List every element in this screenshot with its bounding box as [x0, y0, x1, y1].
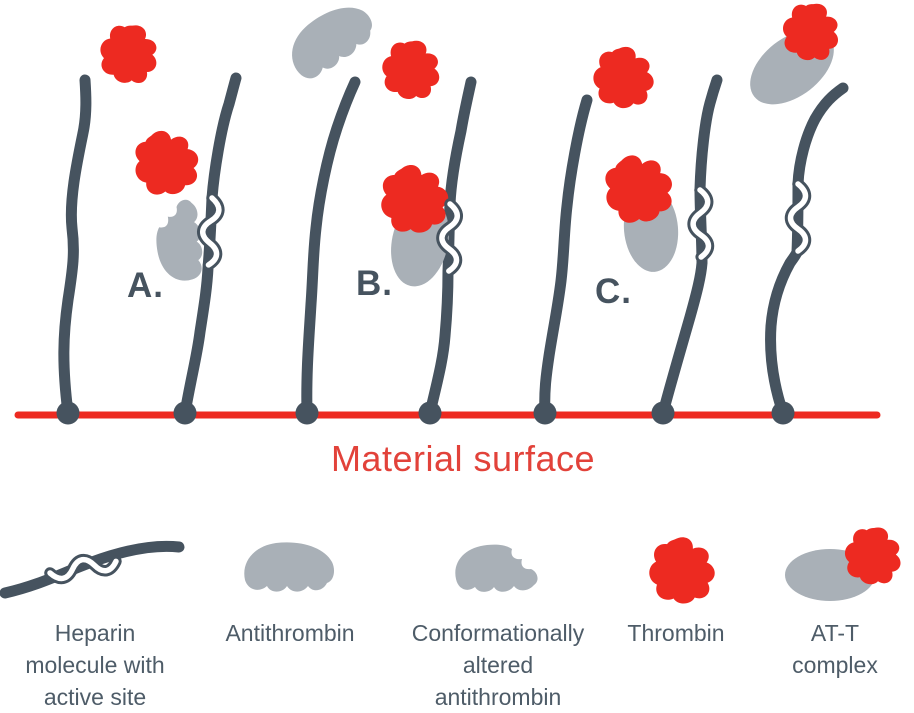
legend-label-heparin: Heparin molecule with active site — [25, 620, 165, 710]
anchor-dot — [771, 401, 795, 425]
anchor-dot — [651, 401, 675, 425]
thrombin-floating-panel-c — [590, 44, 657, 111]
altered-antithrombin-icon — [455, 544, 538, 592]
anchor-dot — [418, 401, 442, 425]
thrombin-icon — [649, 537, 715, 604]
antithrombin-icon — [244, 542, 335, 592]
panel-label-b: B. — [356, 264, 393, 303]
panel-label-a: A. — [127, 266, 164, 305]
heparin-strand-5 — [539, 94, 593, 419]
legend-label-thrombin: Thrombin — [627, 620, 725, 646]
anchor-dot — [56, 401, 80, 425]
thrombin-floating-panel-b — [375, 33, 448, 106]
heparin-strand-3 — [301, 76, 361, 419]
legend-label-att-complex: AT-T complex — [792, 620, 878, 678]
anchor-dot — [295, 401, 319, 425]
material-surface-label: Material surface — [330, 438, 596, 479]
heparin-strands — [0, 72, 849, 599]
panel-label-c: C. — [595, 272, 632, 311]
anchor-dot — [533, 401, 557, 425]
thrombin-panel-a-2 — [126, 123, 206, 203]
heparin-strand-6 — [657, 74, 723, 419]
antithrombin-floating-panel-b — [279, 0, 381, 86]
anchor-dot — [173, 401, 197, 425]
legend-label-altered-antithrombin: Conformationally altered antithrombin — [411, 620, 585, 710]
strand-anchor-dots — [56, 401, 795, 425]
heparin-strand-4 — [424, 76, 477, 419]
legend-label-antithrombin: Antithrombin — [225, 620, 355, 646]
heparin-strand-1 — [58, 74, 92, 419]
antithrombin-shapes — [152, 0, 875, 601]
thrombin-panel-a-1 — [91, 16, 167, 92]
